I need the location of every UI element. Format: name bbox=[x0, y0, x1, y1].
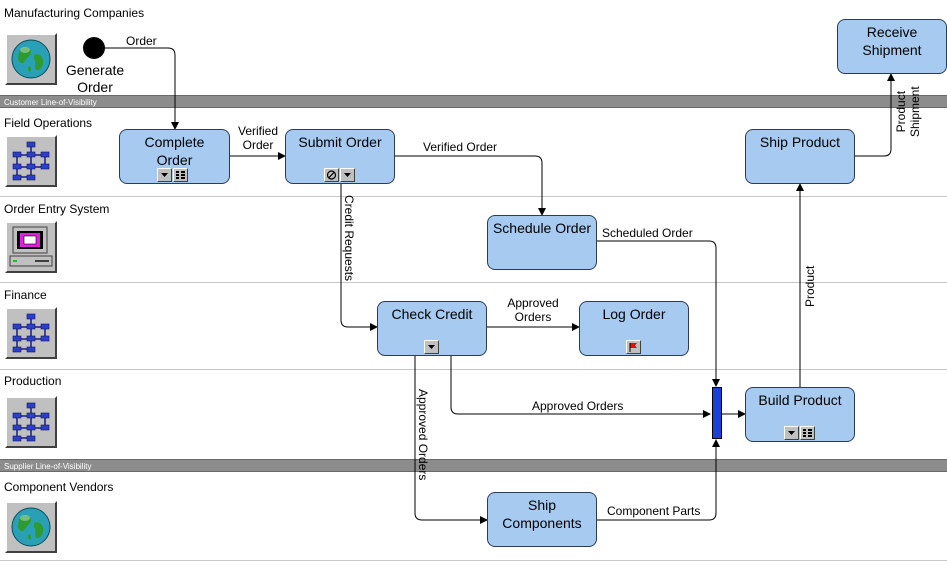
process-label: Order bbox=[156, 152, 193, 168]
edge-label-product-shipment: Product Shipment bbox=[894, 86, 922, 137]
edge-scheduled-order bbox=[597, 240, 720, 387]
globe-icon[interactable] bbox=[5, 501, 57, 553]
dropdown-arrow-icon[interactable] bbox=[340, 168, 355, 182]
process-label: Ship Product bbox=[759, 134, 841, 150]
sync-bar[interactable] bbox=[712, 387, 722, 439]
lane-label-vendors: Component Vendors bbox=[4, 480, 114, 494]
edge-label-line: Approved bbox=[507, 296, 559, 310]
edge-product-shipment bbox=[855, 73, 895, 157]
org-chart-icon[interactable] bbox=[5, 307, 57, 359]
dropdown-arrow-icon[interactable] bbox=[157, 168, 172, 182]
lane-label-manufacturing: Manufacturing Companies bbox=[4, 6, 145, 20]
edge-label-component-parts: Component Parts bbox=[607, 504, 701, 518]
edge-approved-orders-2 bbox=[450, 355, 711, 418]
lane-label-production: Production bbox=[4, 374, 62, 388]
lane-label-field-operations: Field Operations bbox=[4, 116, 93, 130]
lane-separator bbox=[0, 560, 947, 561]
customer-visibility-line: Customer Line-of-Visibility bbox=[0, 95, 947, 108]
process-label: Shipment bbox=[862, 42, 922, 58]
lane-label-finance: Finance bbox=[4, 288, 47, 302]
supplier-visibility-line: Supplier Line-of-Visibility bbox=[0, 459, 947, 472]
subprocess-icon[interactable] bbox=[800, 426, 815, 440]
start-label-line: Generate bbox=[65, 62, 125, 78]
edge-label-approved-orders: Approved Orders bbox=[532, 399, 624, 413]
start-event-label: Generate Order bbox=[58, 62, 132, 96]
process-ship-components[interactable]: Ship Components bbox=[487, 492, 597, 547]
edge-label-product: Product bbox=[803, 265, 817, 307]
process-label: Check Credit bbox=[391, 306, 473, 322]
start-label-line: Order bbox=[77, 79, 113, 95]
computer-icon[interactable] bbox=[5, 221, 57, 273]
start-event[interactable] bbox=[83, 37, 105, 59]
org-chart-icon[interactable] bbox=[5, 135, 57, 187]
lane-label-order-entry: Order Entry System bbox=[4, 202, 110, 216]
edge-label-line: Order bbox=[242, 138, 274, 152]
edge-label-line: Product bbox=[894, 90, 908, 133]
process-log-order[interactable]: Log Order bbox=[579, 301, 689, 356]
process-label: Components bbox=[502, 515, 582, 531]
lane-separator bbox=[0, 282, 947, 283]
dropdown-arrow-icon[interactable] bbox=[424, 340, 439, 354]
edge-label-order: Order bbox=[126, 34, 157, 48]
flag-icon[interactable] bbox=[626, 340, 641, 354]
edge-credit-requests bbox=[340, 183, 378, 331]
edge-approved-orders-3 bbox=[414, 355, 488, 524]
globe-icon[interactable] bbox=[5, 33, 57, 85]
process-label: Complete bbox=[144, 134, 205, 150]
process-label: Submit Order bbox=[298, 134, 382, 150]
process-receive-shipment[interactable]: Receive Shipment bbox=[837, 19, 947, 74]
edge-label-scheduled-order: Scheduled Order bbox=[602, 226, 693, 240]
no-entry-icon[interactable] bbox=[324, 168, 339, 182]
edge-label-credit-requests: Credit Requests bbox=[342, 195, 356, 282]
process-label: Log Order bbox=[602, 306, 666, 322]
lane-separator bbox=[0, 369, 947, 370]
subprocess-icon[interactable] bbox=[173, 168, 188, 182]
process-schedule-order[interactable]: Schedule Order bbox=[487, 215, 597, 270]
process-submit-order[interactable]: Submit Order bbox=[285, 129, 395, 184]
process-build-product[interactable]: Build Product bbox=[745, 387, 855, 442]
edge-label-line: Orders bbox=[514, 310, 552, 324]
edge-label-line: Verified bbox=[237, 124, 279, 138]
process-label: Build Product bbox=[758, 392, 842, 408]
edge-verified-order-2 bbox=[395, 155, 546, 216]
edge-label-approved-orders: Approved Orders bbox=[502, 296, 564, 324]
process-ship-product[interactable]: Ship Product bbox=[745, 129, 855, 184]
edge-order bbox=[104, 47, 179, 130]
process-label: Schedule Order bbox=[492, 220, 592, 236]
process-label: Ship bbox=[527, 497, 557, 513]
edge-label-approved-orders: Approved Orders bbox=[416, 389, 430, 481]
dropdown-arrow-icon[interactable] bbox=[784, 426, 799, 440]
lane-separator bbox=[0, 196, 947, 197]
process-complete-order[interactable]: Complete Order bbox=[119, 129, 230, 184]
edge-label-line: Shipment bbox=[908, 86, 922, 137]
edge-label-verified-order: Verified Order bbox=[423, 140, 498, 154]
edge-component-parts bbox=[597, 439, 720, 521]
edge-label-verified-order: Verified Order bbox=[236, 124, 280, 152]
org-chart-icon[interactable] bbox=[5, 396, 57, 448]
process-check-credit[interactable]: Check Credit bbox=[377, 301, 487, 356]
process-label: Receive bbox=[866, 24, 918, 40]
